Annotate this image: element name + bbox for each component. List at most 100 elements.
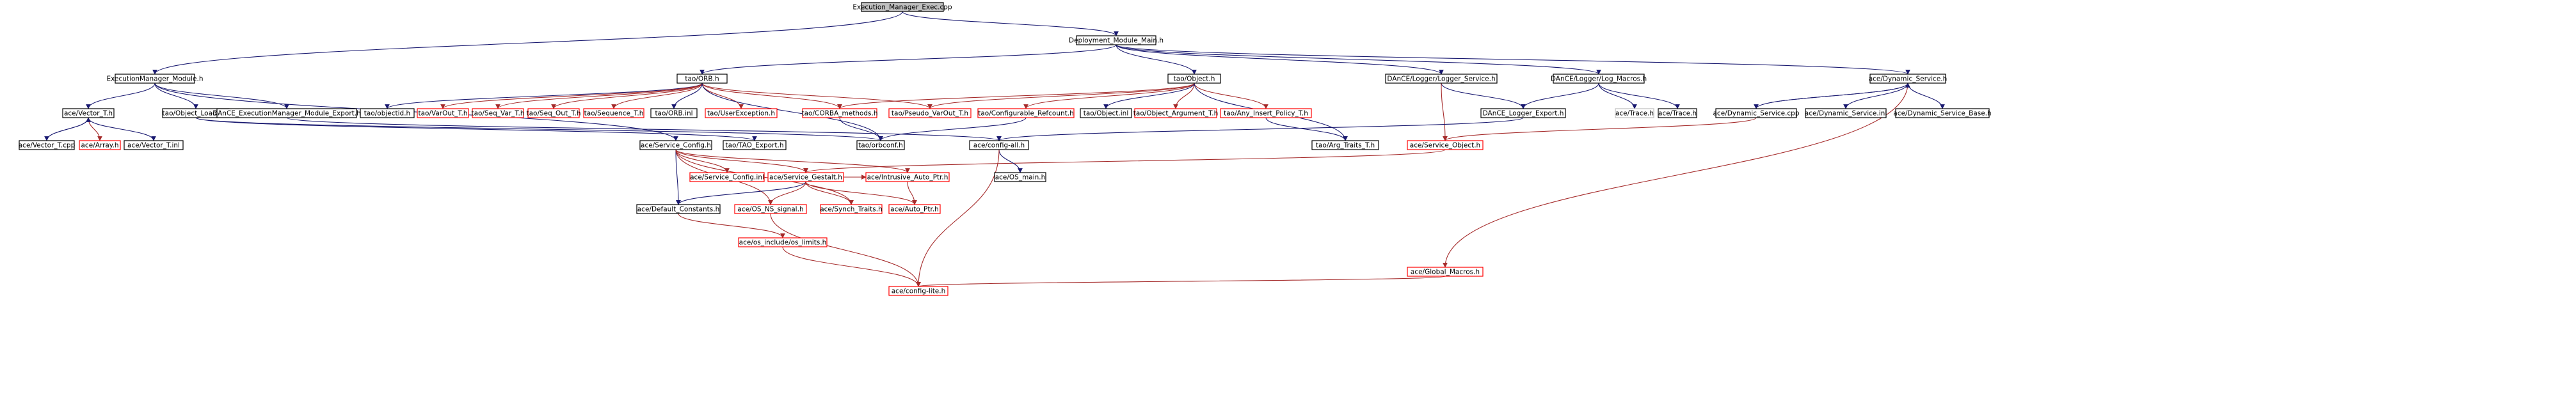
graph-node-varout[interactable]: tao/VarOut_T.h (417, 108, 469, 118)
graph-node-dynbase[interactable]: ace/Dynamic_Service_Base.h (1893, 108, 1992, 118)
graph-node-pseudo[interactable]: tao/Pseudo_VarOut_T.h (888, 108, 972, 118)
node-box (639, 140, 712, 150)
graph-node-cfgall[interactable]: ace/config-all.h (969, 140, 1029, 150)
node-label: tao/objectid.h (364, 110, 410, 118)
node-label: ace/Dynamic_Service.inl (1805, 110, 1887, 118)
graph-node-cfgref[interactable]: tao/Configurable_Refcount.h (977, 108, 1075, 118)
node-label: ace/Default_Constants.h (637, 206, 720, 214)
graph-node-vec[interactable]: ace/Vector_T.h (62, 108, 115, 118)
edge-svccfg-to-defc (675, 149, 681, 205)
node-box (79, 140, 121, 150)
graph-node-array[interactable]: ace/Array.h (79, 140, 121, 150)
node-box (1134, 108, 1217, 118)
graph-node-cfglite[interactable]: ace/config-lite.h (888, 286, 948, 296)
node-box (1869, 74, 1946, 84)
node-label: ace/OS_NS_signal.h (737, 206, 803, 214)
edge-lmac-to-dlexp (1521, 82, 1599, 109)
edge-gestalt-to-nssig (768, 181, 806, 205)
graph-node-seqvar[interactable]: tao/Seq_Var_T.h (471, 108, 525, 118)
node-label: tao/orbconf.h (858, 142, 903, 150)
graph-node-dyncpp[interactable]: ace/Dynamic_Service.cpp (1713, 108, 1800, 118)
graph-node-obj[interactable]: tao/Object.h (1167, 74, 1221, 84)
node-label: ace/Trace.h (1658, 110, 1697, 118)
graph-node-orbinl[interactable]: tao/ORB.inl (650, 108, 698, 118)
edge-emm-to-vec (86, 82, 156, 109)
graph-node-orbconf[interactable]: tao/orbconf.h (856, 140, 905, 150)
graph-node-usrex[interactable]: tao/UserException.h (705, 108, 778, 118)
graph-node-osmain[interactable]: ace/OS_main.h (994, 172, 1046, 182)
edge-emm-to-svccfg (154, 82, 678, 141)
graph-node-dynsvc[interactable]: ace/Dynamic_Service.h (1869, 74, 1948, 84)
node-box (1407, 140, 1484, 150)
graph-node-nssig[interactable]: ace/OS_NS_signal.h (734, 204, 807, 214)
graph-node-gestalt[interactable]: ace/Service_Gestalt.h (767, 172, 844, 182)
edge-orb-to-seqvar (495, 82, 703, 109)
edge-orb-to-orbinl (671, 82, 703, 109)
edge-dmm-to-dynsvc (1116, 44, 1910, 75)
edge-root-to-dmm (902, 11, 1119, 36)
edge-svccfg-to-svccfginl (675, 149, 730, 173)
edge-lls-to-dlexp (1441, 82, 1526, 109)
graph-node-glob[interactable]: ace/Global_Macros.h (1407, 267, 1484, 277)
node-box (636, 204, 721, 214)
edge-obj-to-objinl (1103, 82, 1195, 109)
node-label: ace/Service_Config.inl (690, 174, 764, 182)
graph-node-seqout[interactable]: tao/Seq_Out_T.h (527, 108, 581, 118)
node-box (994, 172, 1046, 182)
edge-dyncpp-to-dynsvc (1756, 82, 1910, 109)
graph-node-objarg[interactable]: tao/Object_Argument_T.h (1133, 108, 1218, 118)
graph-node-emexp[interactable]: DAnCE_ExecutionManager_Module_Export.h (212, 108, 361, 118)
graph-node-anyins[interactable]: tao/Any_Insert_Policy_T.h (1220, 108, 1312, 118)
graph-node-corba[interactable]: tao/CORBA_methods.h (801, 108, 878, 118)
graph-node-autoptr[interactable]: ace/Auto_Ptr.h (888, 204, 941, 214)
edge-dmm-to-lmac (1116, 44, 1601, 75)
graph-node-argtr[interactable]: tao/Arg_Traits_T.h (1311, 140, 1379, 150)
graph-node-intru[interactable]: ace/Intrusive_Auto_Ptr.h (865, 172, 950, 182)
node-label: ace/Service_Object.h (1410, 142, 1480, 150)
edge-gestalt-to-autoptr (805, 181, 917, 205)
node-label: DAnCE/Logger/Logger_Service.h (1387, 75, 1495, 83)
node-label: ace/Vector_T.h (64, 110, 113, 118)
graph-node-dlexp[interactable]: DAnCE_Logger_Export.h (1480, 108, 1566, 118)
graph-node-emm[interactable]: ExecutionManager_Module.h (107, 74, 204, 84)
node-label: ace/config-all.h (973, 142, 1025, 150)
graph-node-dmm[interactable]: Deployment_Module_Main.h (1069, 35, 1164, 45)
graph-node-objinl[interactable]: tao/Object.inl (1080, 108, 1132, 118)
node-box (1805, 108, 1887, 118)
graph-node-objid[interactable]: tao/objectid.h (360, 108, 415, 118)
graph-node-synch[interactable]: ace/Synch_Traits.h (820, 204, 883, 214)
graph-node-lmac[interactable]: DAnCE/Logger/Log_Macros.h (1551, 74, 1647, 84)
node-box (124, 140, 184, 150)
graph-node-taoexp[interactable]: tao/TAO_Export.h (723, 140, 787, 150)
edge-cfgall-to-cfglite (916, 149, 1000, 287)
graph-node-seqT[interactable]: tao/Sequence_T.h (583, 108, 644, 118)
graph-node-trace[interactable]: ace/Trace.h (1615, 108, 1654, 118)
graph-node-lls[interactable]: DAnCE/Logger/Logger_Service.h (1385, 74, 1498, 84)
graph-node-svccfginl[interactable]: ace/Service_Config.inl (689, 172, 765, 182)
edge-orb-to-pseudo (701, 82, 932, 109)
graph-node-defc[interactable]: ace/Default_Constants.h (636, 204, 721, 214)
graph-node-svccfg[interactable]: ace/Service_Config.h (639, 140, 712, 150)
graph-node-oslim[interactable]: ace/os_include/os_limits.h (738, 237, 828, 247)
node-label: ace/Dynamic_Service_Base.h (1893, 110, 1991, 118)
node-label: DAnCE_ExecutionManager_Module_Export.h (212, 110, 361, 118)
edge-orb-to-usrex (701, 82, 744, 109)
graph-node-svcobj[interactable]: ace/Service_Object.h (1407, 140, 1484, 150)
edge-emm-to-emexp (154, 82, 289, 109)
node-label: tao/Any_Insert_Policy_T.h (1224, 110, 1308, 118)
graph-node-vecinl[interactable]: ace/Vector_T.inl (124, 140, 184, 150)
graph-node-atrace[interactable]: ace/Trace.h (1658, 108, 1697, 118)
edge-glob-to-cfglite (916, 276, 1446, 287)
edge-cfgref-to-orbconf (878, 117, 1027, 141)
graph-node-dyninl[interactable]: ace/Dynamic_Service.inl (1805, 108, 1887, 118)
node-label: tao/Seq_Out_T.h (527, 110, 581, 118)
edge-dmm-to-lls (1116, 44, 1444, 75)
edge-oslim-to-cfglite (782, 246, 921, 287)
node-box (734, 204, 807, 214)
node-label: tao/UserException.h (707, 110, 775, 118)
node-box (888, 286, 948, 296)
graph-node-veccpp[interactable]: ace/Vector_T.cpp (19, 140, 76, 150)
node-box (472, 108, 524, 118)
graph-node-orb[interactable]: tao/ORB.h (676, 74, 728, 84)
edge-obj-to-cfgref (1023, 82, 1195, 109)
